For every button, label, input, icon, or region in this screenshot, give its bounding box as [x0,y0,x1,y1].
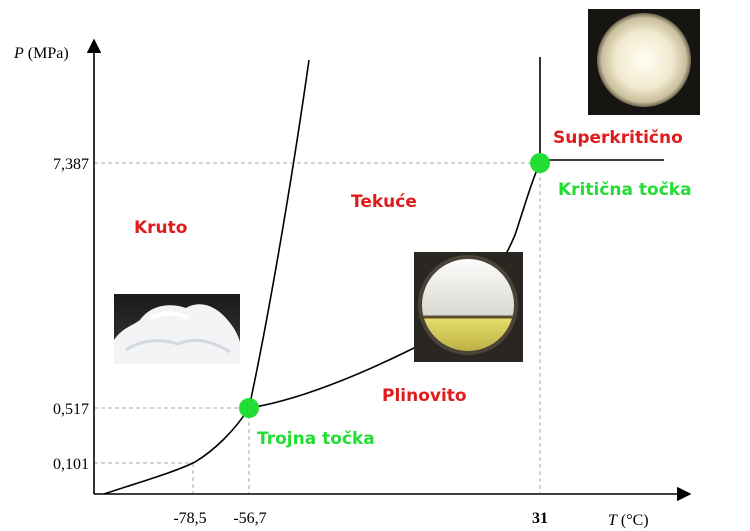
phase-boundaries [103,57,664,495]
guide-lines [94,162,541,494]
critical-point-marker [530,153,550,173]
x-tick-critical-temperature: 31 [532,510,548,527]
liquid-gas-photo [414,252,523,362]
x-axis-label: T (°C) [608,512,649,529]
triple-point-marker [239,398,259,418]
region-label-solid: Kruto [134,218,187,238]
axes [86,38,692,502]
dry-ice-photo [114,294,240,364]
region-label-liquid: Tekuće [351,192,417,212]
supercritical-photo [588,9,700,115]
critical-point-label: Kritična točka [558,180,692,200]
triple-point-label: Trojna točka [257,429,375,449]
region-label-supercritical: Superkritično [553,128,683,148]
region-label-gas: Plinovito [382,386,467,406]
y-axis-label: P (MPa) [13,45,69,62]
y-tick-sublimation-pressure: 0,101 [53,456,89,473]
x-tick-sublimation-temperature: -78,5 [173,510,206,527]
y-tick-critical-pressure: 7,387 [53,156,89,173]
x-tick-triple-temperature: -56,7 [233,510,266,527]
melting-curve [248,59,310,409]
sublimation-curve [103,407,250,495]
y-tick-triple-pressure: 0,517 [53,401,89,418]
